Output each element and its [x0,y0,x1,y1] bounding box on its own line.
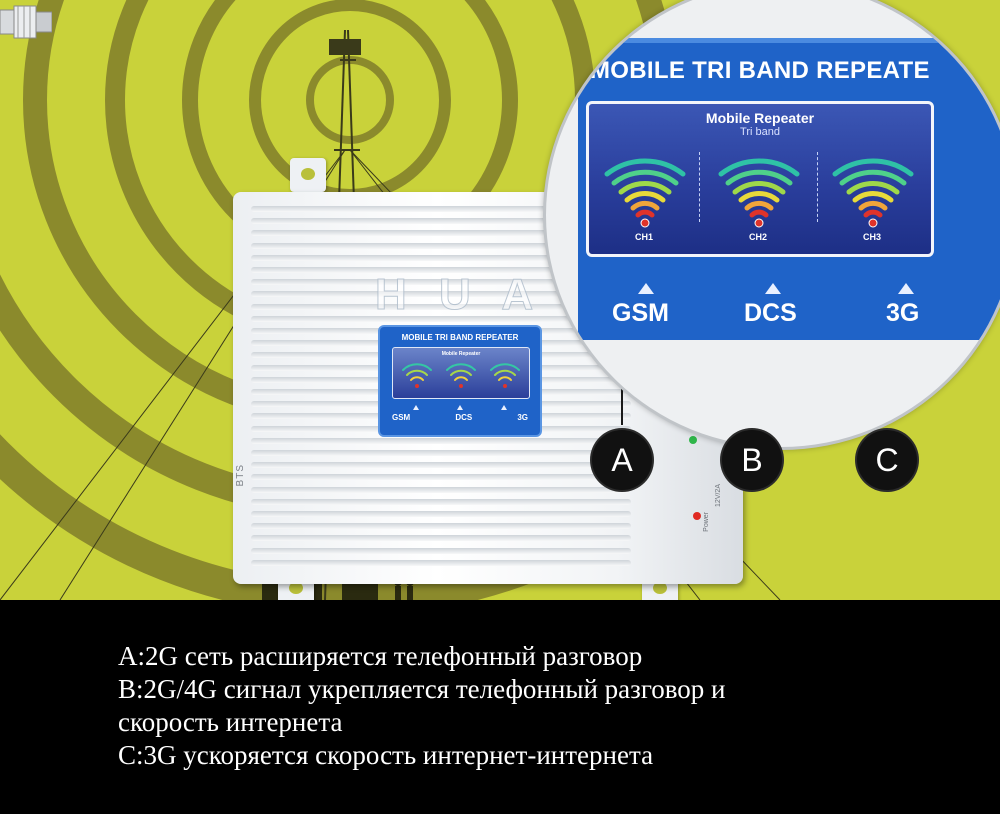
magnified-band-3g: 3G [886,299,920,327]
voltage-label: 12V/2A [715,484,722,507]
channel-label-2: CH2 [749,232,768,242]
cooling-fin [251,535,631,542]
band-indicator-icon [457,405,463,410]
magnified-signal-icons [604,158,914,228]
cooling-fin [251,547,631,554]
cooling-fin [251,315,631,322]
caption-line-a: A:2G сеть расширяется телефонный разгово… [118,641,643,671]
cooling-fin [251,267,631,273]
device-front-panel: MOBILE TRI BAND REPEATER Mobile Repeater [378,325,542,437]
magnified-screen-title: Mobile Repeater [705,110,815,126]
power-led [693,512,701,520]
callout-badge-c: C [857,430,917,490]
magnified-screen: Mobile Repeater Tri band [586,101,934,257]
cooling-fin [251,206,631,212]
cooling-fin [251,511,631,517]
cooling-fin [251,254,631,261]
channel-label-1: CH1 [635,232,654,242]
product-scene: MOBILE TRI BAND REPEATER Mobile Repeater [0,0,1000,600]
caption-line-b: B:2G/4G сигнал укрепляется телефонный ра… [118,674,726,704]
cooling-fin [251,437,631,444]
magnified-panel-view: MOBILE TRI BAND REPEATE Mobile Repeater … [543,0,1000,450]
n-connector-icon [0,5,52,39]
band-indicator-icon [898,283,914,294]
band-indicator-icon [765,283,781,294]
cooling-fin [251,291,631,298]
band-label-3g: 3G [517,413,528,422]
signal-strength-icons [402,363,520,388]
cooling-fin [251,230,631,237]
cooling-fin [251,218,631,225]
cooling-fin [251,242,631,249]
callout-badge-b: B [722,430,782,490]
magnified-screen-subtitle: Tri band [740,126,780,138]
band-indicator-icon [501,405,507,410]
screen-divider [817,152,818,222]
cooling-fin [251,559,631,566]
magnified-band-dcs: DCS [744,299,797,327]
cooling-fin [251,523,631,530]
cooling-fin [251,450,631,456]
bts-port-label: BTS [235,464,246,487]
magnified-front-panel: MOBILE TRI BAND REPEATE Mobile Repeater … [578,38,1000,340]
caption-line-c: C:3G ускоряется скорость интернет-интерн… [118,740,654,770]
status-led [689,436,697,444]
band-label-dcs: DCS [455,413,473,422]
callout-badge-a: A [592,430,652,490]
band-indicator-icon [638,283,654,294]
device-band-labels: GSM DCS 3G [392,413,528,422]
feature-captions: A:2G сеть расширяется телефонный разгово… [118,640,978,772]
magnified-band-gsm: GSM [612,299,669,327]
band-indicator-icon [413,405,419,410]
power-label: Power [703,512,710,532]
mounting-ear-top [290,158,326,192]
cooling-fin [251,486,631,493]
watermark-text: H U A [374,270,544,320]
cooling-fin [251,303,631,310]
device-screen: Mobile Repeater [392,347,530,399]
device-screen-title: Mobile Repeater [441,351,481,357]
cooling-fin [251,498,631,505]
cooling-fin [251,279,631,286]
cooling-fin [251,474,631,481]
band-label-gsm: GSM [392,413,411,422]
cooling-fin [251,462,631,469]
screen-divider [699,152,700,222]
caption-line-b-cont: скорость интернета [118,707,343,737]
magnified-panel-title: MOBILE TRI BAND REPEATE [590,57,930,84]
channel-label-3: CH3 [863,232,882,242]
device-panel-title: MOBILE TRI BAND REPEATER [401,333,519,342]
